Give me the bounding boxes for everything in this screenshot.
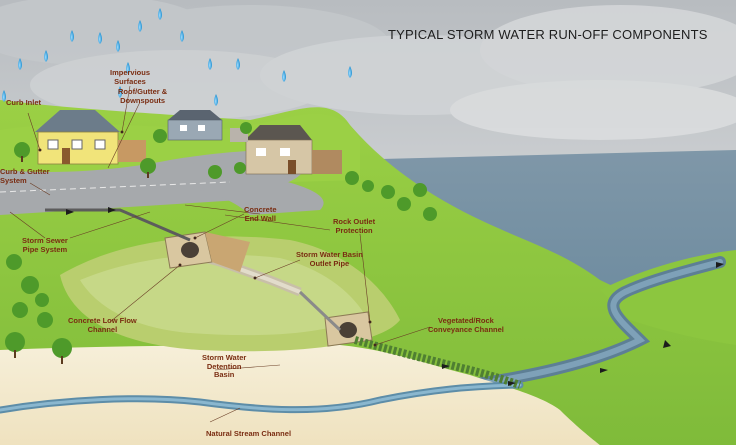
- house-blue: [167, 110, 223, 141]
- leader-lines: [9, 85, 431, 423]
- label-curb-inlet: Curb Inlet: [6, 98, 41, 107]
- clouds: [0, 0, 736, 140]
- concrete-end-wall: [164, 231, 250, 272]
- rain-drops: [2, 8, 352, 106]
- beach: [0, 345, 600, 445]
- basin-outlet-structure: [298, 290, 373, 347]
- diagram-title: TYPICAL STORM WATER RUN-OFF COMPONENTS: [388, 27, 708, 42]
- label-natural-stream: Natural Stream Channel: [206, 429, 292, 438]
- far-shore: [600, 250, 736, 345]
- storm-sewer-pipe: [45, 208, 191, 242]
- flow-arrows: [66, 207, 724, 386]
- trees: [5, 122, 437, 364]
- label-roof-gutter: Roof/Gutter &Downspouts: [118, 87, 168, 105]
- house-brown: [245, 125, 342, 175]
